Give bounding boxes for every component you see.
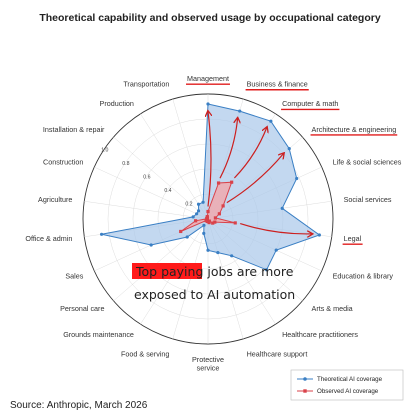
annotation-line-2: exposed to AI automation <box>134 287 295 302</box>
point-observed-ai-coverage-office-and-admin <box>194 219 198 223</box>
point-theoretical-ai-coverage-arts-and-media <box>264 268 269 272</box>
legend-marker-theoretical <box>303 377 307 381</box>
annotation-line-1-rest: are more <box>233 264 294 279</box>
legend-label-theoretical: Theoretical AI coverage <box>317 376 383 383</box>
point-theoretical-ai-coverage-healthcare-support <box>216 250 220 255</box>
point-observed-ai-coverage-architecture-and-engineering <box>221 204 225 208</box>
category-label-production: Production <box>100 99 134 108</box>
r-tick-label: 1.0 <box>101 147 108 153</box>
annotation-box: Top paying jobs are more exposed to AI a… <box>132 263 295 302</box>
point-theoretical-ai-coverage-agriculture <box>191 215 195 219</box>
chart-title: Theoretical capability and observed usag… <box>39 12 381 24</box>
annotation-highlight: Top paying jobs <box>135 264 233 279</box>
category-label-sales: Sales <box>65 271 83 280</box>
grid-spoke <box>172 98 209 220</box>
category-label-management: Management <box>187 74 229 83</box>
grid-spoke <box>140 113 209 220</box>
point-theoretical-ai-coverage-business-and-finance <box>238 109 242 113</box>
legend: Theoretical AI coverage Observed AI cove… <box>290 369 404 401</box>
point-theoretical-ai-coverage-construction <box>195 212 199 216</box>
arrow-architecture-and-engineering <box>226 154 284 204</box>
point-theoretical-ai-coverage-installation-and-repair <box>196 209 201 213</box>
arrow-legal <box>240 223 312 234</box>
arrow-computer-and-math <box>233 128 266 179</box>
arrow-business-and-finance <box>219 118 238 179</box>
grid-spoke <box>84 200 209 220</box>
category-label-social-services: Social services <box>344 195 392 204</box>
category-label-transportation: Transportation <box>123 80 169 89</box>
point-theoretical-ai-coverage-social-services <box>280 206 284 210</box>
category-label-installation-and-repair: Installation & repair <box>43 125 105 134</box>
category-label-architecture-and-engineering: Architecture & engineering <box>312 125 397 134</box>
point-observed-ai-coverage-social-services <box>213 216 218 220</box>
r-tick-label: 0.2 <box>185 201 192 207</box>
category-label-life-and-social-sciences: Life & social sciences <box>333 158 402 167</box>
point-theoretical-ai-coverage-office-and-admin <box>99 232 104 236</box>
point-theoretical-ai-coverage-healthcare-practitioners <box>230 254 234 258</box>
point-observed-ai-coverage-transportation <box>205 215 209 219</box>
category-label-education-and-library: Education & library <box>333 271 394 280</box>
point-theoretical-ai-coverage-protective-service <box>206 248 210 252</box>
point-theoretical-ai-coverage-production <box>196 202 201 206</box>
point-theoretical-ai-coverage-legal <box>317 233 321 237</box>
point-observed-ai-coverage-legal <box>233 221 237 225</box>
point-observed-ai-coverage-education-and-library <box>213 220 217 224</box>
point-observed-ai-coverage-sales <box>179 229 183 234</box>
point-observed-ai-coverage-life-and-social-sciences <box>217 212 221 216</box>
category-label-food-and-serving: Food & serving <box>121 349 169 358</box>
point-theoretical-ai-coverage-architecture-and-engineering <box>287 147 291 151</box>
category-label-grounds-maintenance: Grounds maintenance <box>63 330 134 339</box>
point-observed-ai-coverage-business-and-finance <box>216 181 221 185</box>
annotation-arrows <box>208 112 312 234</box>
point-observed-ai-coverage-computer-and-math <box>230 180 234 184</box>
category-label-construction: Construction <box>43 158 83 167</box>
point-theoretical-ai-coverage-personal-care <box>185 235 189 239</box>
category-label-personal-care: Personal care <box>60 304 104 313</box>
r-tick-label: 0.8 <box>122 161 129 167</box>
grid-spoke <box>94 166 209 220</box>
annotation-highlight-bg <box>132 263 202 279</box>
category-label-agriculture: Agriculture <box>38 195 72 204</box>
point-observed-ai-coverage-arts-and-media <box>211 221 215 225</box>
category-label-legal: Legal <box>344 234 362 243</box>
point-theoretical-ai-coverage-management <box>206 102 210 106</box>
point-theoretical-ai-coverage-sales <box>149 243 153 247</box>
point-theoretical-ai-coverage-life-and-social-sciences <box>295 176 299 181</box>
point-theoretical-ai-coverage-grounds-maintenance <box>202 223 206 227</box>
source-note: Source: Anthropic, March 2026 <box>10 400 148 411</box>
arrow-management <box>208 112 211 207</box>
annotation-line-1: Top paying jobs are more <box>135 264 294 279</box>
legend-box <box>290 369 404 401</box>
point-theoretical-ai-coverage-food-and-serving <box>202 231 206 235</box>
category-label-arts-and-media: Arts & media <box>312 304 353 313</box>
grid-spoke <box>113 136 209 220</box>
category-label-healthcare-support: Healthcare support <box>247 349 308 358</box>
category-label-computer-and-math: Computer & math <box>282 99 338 108</box>
legend-label-observed: Observed AI coverage <box>317 388 379 395</box>
category-label-healthcare-practitioners: Healthcare practitioners <box>282 330 358 339</box>
r-tick-label: 0.4 <box>164 188 171 194</box>
legend-marker-observed <box>303 389 307 393</box>
category-label-office-and-admin: Office & admin <box>25 234 72 243</box>
point-observed-ai-coverage-management <box>206 209 210 214</box>
r-tick-label: 0.6 <box>143 174 150 180</box>
category-label-business-and-finance: Business & finance <box>247 80 308 89</box>
point-theoretical-ai-coverage-computer-and-math <box>269 119 273 123</box>
point-theoretical-ai-coverage-transportation <box>201 200 205 204</box>
point-observed-ai-coverage-personal-care <box>204 219 208 223</box>
point-theoretical-ai-coverage-education-and-library <box>274 248 278 252</box>
